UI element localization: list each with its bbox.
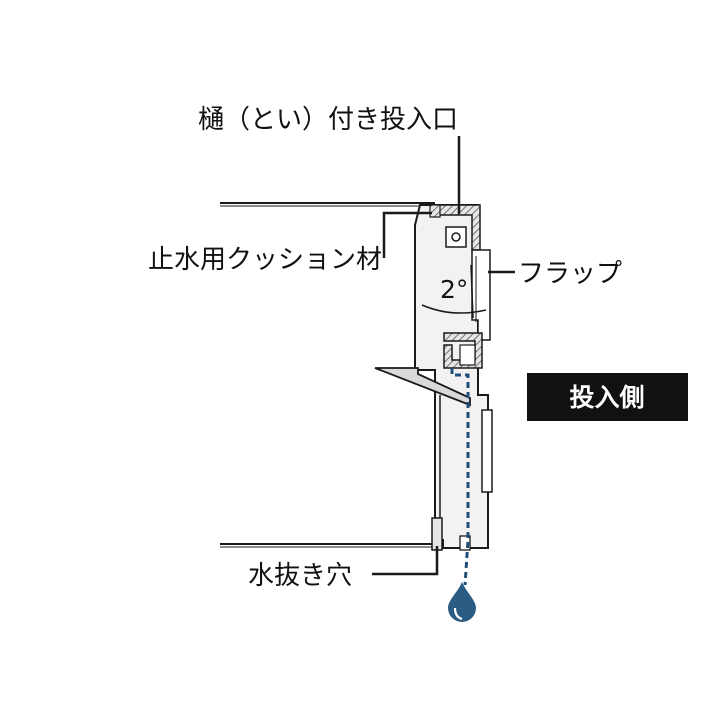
sloped-ledge bbox=[374, 367, 471, 407]
angle-ref-line bbox=[470, 264, 474, 319]
cushion-leader bbox=[382, 211, 432, 258]
inlet-label: 樋（とい）付き投入口 bbox=[198, 105, 458, 135]
pivot-screw bbox=[451, 232, 461, 242]
cushion-material bbox=[429, 204, 441, 218]
drain-hole-notch bbox=[459, 535, 471, 551]
side-badge-label: 投入側 bbox=[569, 383, 644, 412]
cushion-label: 止水用クッション材 bbox=[148, 245, 382, 275]
catch-inner bbox=[459, 344, 476, 366]
flap-label: フラップ bbox=[518, 259, 622, 289]
slot-panel bbox=[481, 409, 493, 493]
angle-arc bbox=[421, 304, 487, 314]
side-badge bbox=[527, 373, 688, 421]
drain-label: 水抜き穴 bbox=[248, 561, 352, 591]
drain-tab bbox=[431, 517, 443, 551]
drain-leader bbox=[372, 546, 439, 576]
water-path bbox=[450, 368, 470, 586]
angle-label: 2° bbox=[440, 275, 468, 304]
water-drop-icon bbox=[448, 582, 476, 622]
water-drop-highlight bbox=[453, 607, 463, 621]
